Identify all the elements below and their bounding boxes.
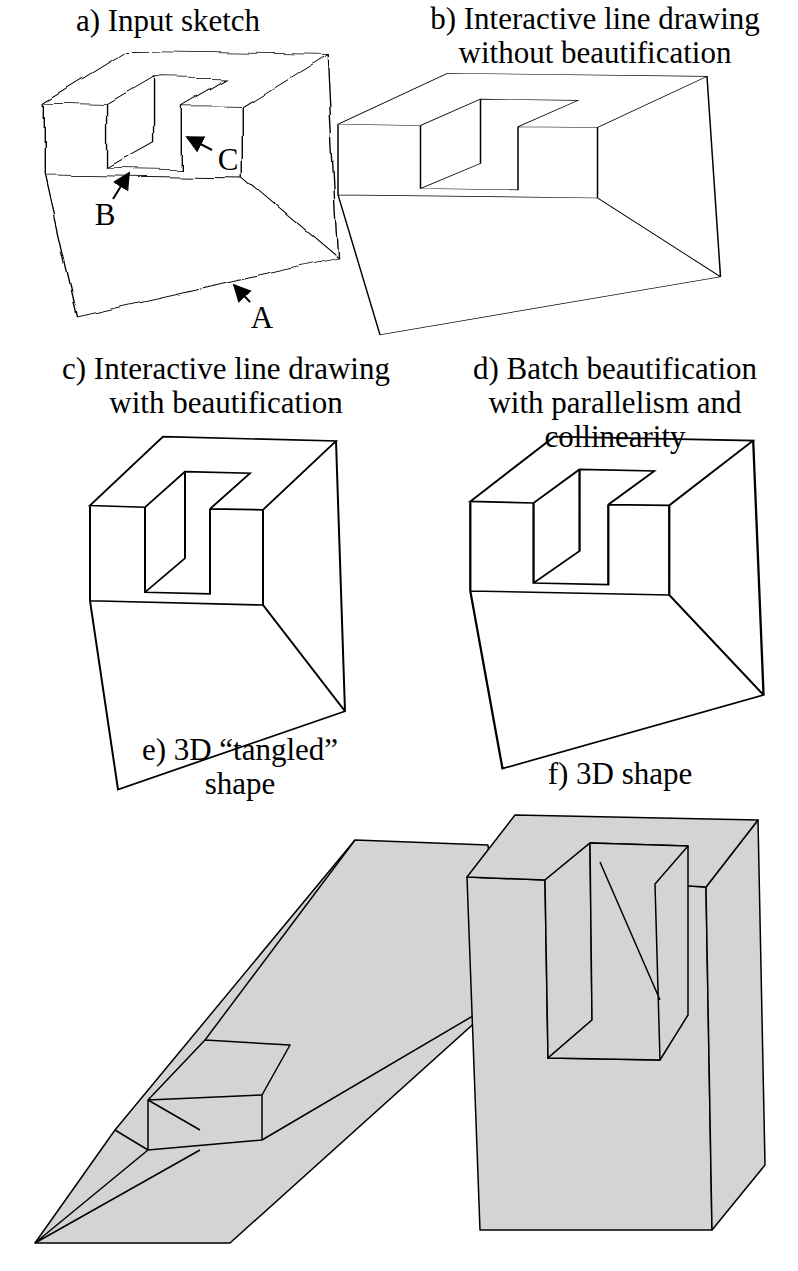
solid-3d-shape xyxy=(467,815,765,1230)
callout-arrow xyxy=(234,285,250,302)
callout-letter: B xyxy=(85,198,125,232)
input-sketch xyxy=(44,51,337,317)
callout-arrow xyxy=(187,137,212,150)
label-holder: f) 3D shape xyxy=(490,757,750,791)
panel-caption: c) Interactive line drawing with beautif… xyxy=(56,352,396,420)
label-holder: d) Batch beautification with parallelism… xyxy=(450,352,780,454)
label-holder: b) Interactive line drawing without beau… xyxy=(420,2,770,70)
callout-letter: A xyxy=(242,301,282,335)
line-drawing xyxy=(338,73,721,334)
label-holder: c) Interactive line drawing with beautif… xyxy=(56,352,396,420)
tangled-3d-shape xyxy=(35,840,500,1243)
callout-letter: C xyxy=(208,143,248,177)
panel-caption: e) 3D “tangled” shape xyxy=(130,733,350,801)
panel-caption: f) 3D shape xyxy=(490,757,750,791)
label-holder: C xyxy=(208,143,248,177)
batch-beautified-drawing xyxy=(470,437,763,769)
panel-caption: a) Input sketch xyxy=(18,4,318,38)
panel-caption: d) Batch beautification with parallelism… xyxy=(450,352,780,454)
label-holder: B xyxy=(85,198,125,232)
label-holder: e) 3D “tangled” shape xyxy=(130,733,350,801)
label-holder: A xyxy=(242,301,282,335)
panel-caption: b) Interactive line drawing without beau… xyxy=(420,2,770,70)
label-holder: a) Input sketch xyxy=(18,4,318,38)
callout-arrow xyxy=(113,173,129,199)
